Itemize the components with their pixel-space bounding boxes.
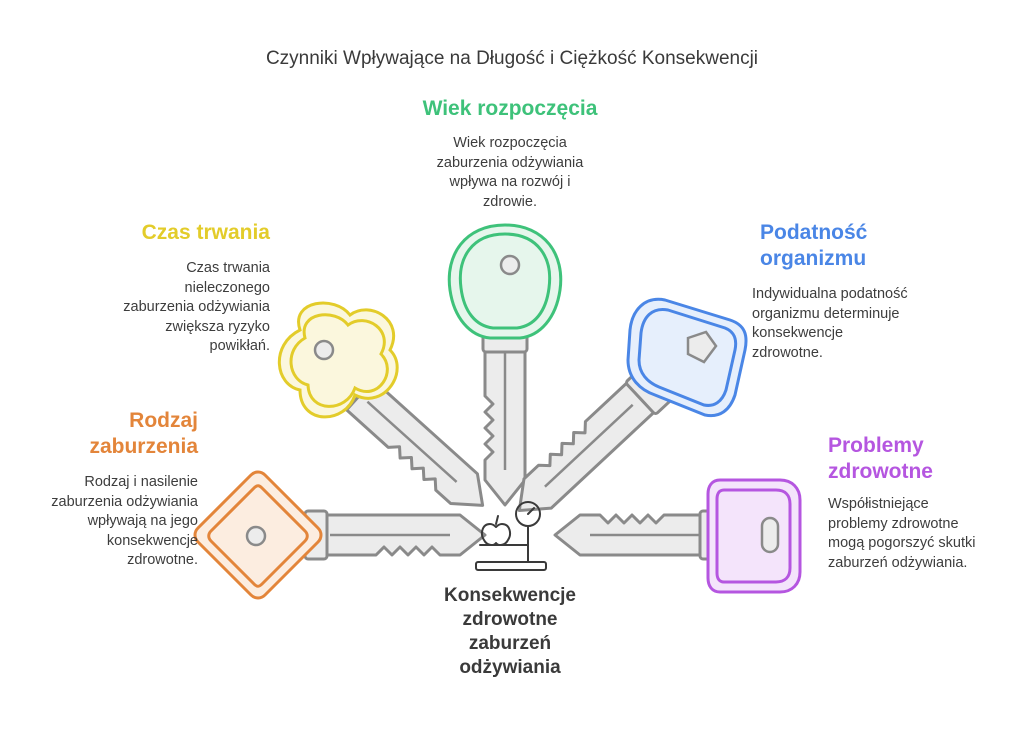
factor-heading-czas: Czas trwania xyxy=(141,221,270,244)
factor-description-problemy: Współistniejące problemy zdrowotne mogą … xyxy=(828,496,976,571)
scale-with-apple-icon xyxy=(475,501,547,571)
key-rodzaj xyxy=(193,470,487,600)
key-podatnosc xyxy=(504,297,748,527)
factor-description-czas: Czas trwania nieleczonego zaburzenia odż… xyxy=(123,260,270,354)
diagram-title: Czynniki Wpływające na Długość i Ciężkoś… xyxy=(265,48,759,69)
factor-heading-podatnosc: Podatność organizmu xyxy=(760,221,868,270)
factor-description-podatnosc: Indywidualna podatność organizmu determi… xyxy=(752,286,908,361)
factor-heading-problemy: Problemy zdrowotne xyxy=(828,434,933,483)
key-problemy xyxy=(553,478,802,594)
key-czas xyxy=(277,301,498,522)
factor-description-rodzaj: Rodzaj i nasilenie zaburzenia odżywiania… xyxy=(51,474,198,568)
center-label: Konsekwencje zdrowotne zaburzeń odżywian… xyxy=(444,585,576,678)
key-wiek xyxy=(447,223,563,507)
factor-heading-wiek: Wiek rozpoczęcia xyxy=(422,97,598,120)
factor-description-wiek: Wiek rozpoczęcia zaburzenia odżywiania w… xyxy=(436,135,584,210)
factor-heading-rodzaj: Rodzaj zaburzenia xyxy=(89,409,198,458)
